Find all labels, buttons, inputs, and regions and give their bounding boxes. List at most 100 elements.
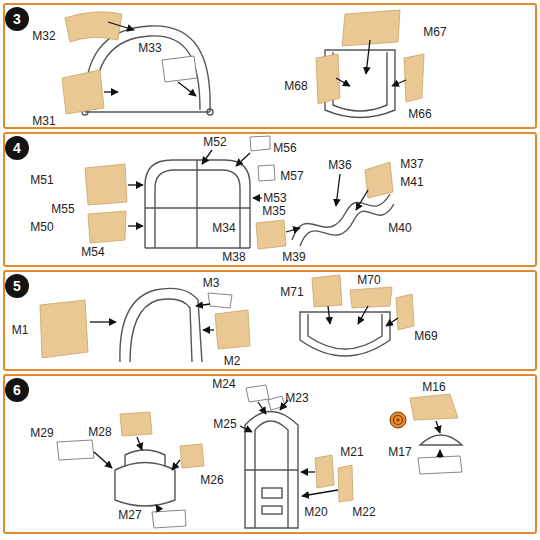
mask-outline bbox=[246, 385, 269, 402]
leader-arrow bbox=[392, 80, 406, 86]
frame-outline bbox=[245, 469, 298, 470]
leader-arrow bbox=[104, 91, 118, 92]
mask-piece bbox=[404, 54, 424, 102]
mask-outline bbox=[152, 510, 186, 528]
mask-piece bbox=[88, 211, 126, 243]
part-number: M38 bbox=[222, 251, 245, 263]
frame-outline bbox=[85, 111, 210, 112]
frame-outline bbox=[292, 194, 390, 240]
part-number: M29 bbox=[30, 427, 53, 439]
part-number: M67 bbox=[423, 26, 446, 38]
part-number: M40 bbox=[388, 222, 411, 234]
part-number: M27 bbox=[118, 509, 141, 521]
mask-outline bbox=[418, 456, 462, 474]
leader-arrow bbox=[366, 40, 370, 74]
part-number: M34 bbox=[212, 222, 235, 234]
part-number: M2 bbox=[224, 355, 241, 367]
mask-piece bbox=[40, 300, 88, 358]
part-number: M57 bbox=[280, 170, 303, 182]
frame-outline bbox=[245, 412, 298, 529]
part-number: M26 bbox=[200, 474, 223, 486]
leader-arrow bbox=[240, 426, 252, 432]
mask-piece bbox=[365, 162, 393, 198]
step-panel bbox=[4, 133, 536, 266]
mask-piece bbox=[65, 12, 122, 42]
leader-arrow bbox=[336, 174, 340, 206]
mask-outline bbox=[258, 165, 275, 181]
mask-piece bbox=[338, 465, 353, 502]
part-number: M35 bbox=[262, 205, 285, 217]
part-number: M3 bbox=[203, 277, 220, 289]
part-number: M41 bbox=[400, 176, 423, 188]
mask-piece bbox=[396, 294, 414, 330]
step-number-circle: 3 bbox=[5, 7, 29, 31]
frame-outline bbox=[130, 299, 192, 362]
part-number: M54 bbox=[81, 246, 104, 258]
leader-arrow bbox=[178, 82, 196, 96]
frame-outline bbox=[300, 204, 394, 246]
step-panel bbox=[4, 271, 536, 370]
leader-arrow bbox=[172, 460, 180, 470]
mask-piece bbox=[315, 455, 334, 488]
part-number: M52 bbox=[203, 136, 226, 148]
part-number: M16 bbox=[422, 381, 445, 393]
mask-piece bbox=[410, 394, 458, 420]
mask-piece bbox=[312, 275, 342, 307]
leader-arrow bbox=[202, 150, 212, 164]
step-panel bbox=[4, 375, 536, 533]
leader-arrow bbox=[203, 329, 214, 330]
frame-outline bbox=[308, 314, 382, 349]
mask-outline bbox=[208, 293, 232, 308]
paint-icon bbox=[394, 416, 403, 425]
leader-arrow bbox=[90, 321, 116, 322]
leader-arrow bbox=[196, 304, 210, 306]
part-number: M31 bbox=[32, 115, 55, 127]
frame-outline bbox=[262, 488, 282, 498]
mask-piece bbox=[215, 310, 250, 349]
leader-arrow bbox=[328, 306, 330, 324]
leader-arrow bbox=[301, 471, 315, 472]
frame-outline bbox=[115, 463, 175, 471]
part-number: M28 bbox=[88, 426, 111, 438]
part-number: M20 bbox=[304, 506, 327, 518]
leader-arrow bbox=[128, 225, 143, 226]
part-number: M66 bbox=[408, 108, 431, 120]
leader-arrow bbox=[253, 197, 262, 198]
mask-piece bbox=[316, 54, 340, 104]
leader-arrow bbox=[108, 22, 134, 30]
mask-piece bbox=[85, 164, 127, 205]
step-number-circle: 4 bbox=[5, 136, 29, 160]
leader-arrow bbox=[128, 184, 143, 185]
step-number: 6 bbox=[13, 382, 21, 398]
part-number: M55 bbox=[51, 203, 74, 215]
part-number: M22 bbox=[352, 506, 375, 518]
leader-arrow bbox=[286, 228, 300, 232]
part-number: M32 bbox=[32, 30, 55, 42]
part-number: M51 bbox=[30, 174, 53, 186]
part-number: M1 bbox=[12, 324, 29, 336]
part-number: M71 bbox=[280, 286, 303, 298]
step-number-circle: 6 bbox=[5, 378, 29, 402]
part-number: M37 bbox=[400, 158, 423, 170]
frame-outline bbox=[262, 506, 282, 514]
frame-outline bbox=[85, 26, 210, 112]
leader-arrow bbox=[439, 450, 440, 458]
frame-outline bbox=[255, 421, 288, 528]
frame-outline bbox=[420, 435, 462, 445]
part-number: M56 bbox=[273, 142, 296, 154]
leader-arrow bbox=[386, 318, 398, 326]
part-number: M17 bbox=[388, 446, 411, 458]
mask-piece bbox=[120, 412, 152, 436]
mask-outline bbox=[162, 56, 197, 82]
step-number-circle: 5 bbox=[5, 274, 29, 298]
leader-arrow bbox=[156, 505, 160, 511]
leader-arrow bbox=[236, 153, 250, 166]
part-number: M39 bbox=[282, 251, 305, 263]
frame-outline bbox=[145, 160, 250, 248]
part-number: M25 bbox=[213, 418, 236, 430]
frame-outline bbox=[120, 288, 202, 362]
frame-outline bbox=[300, 312, 390, 356]
frame-outline bbox=[207, 109, 213, 115]
leader-arrow bbox=[336, 78, 350, 86]
